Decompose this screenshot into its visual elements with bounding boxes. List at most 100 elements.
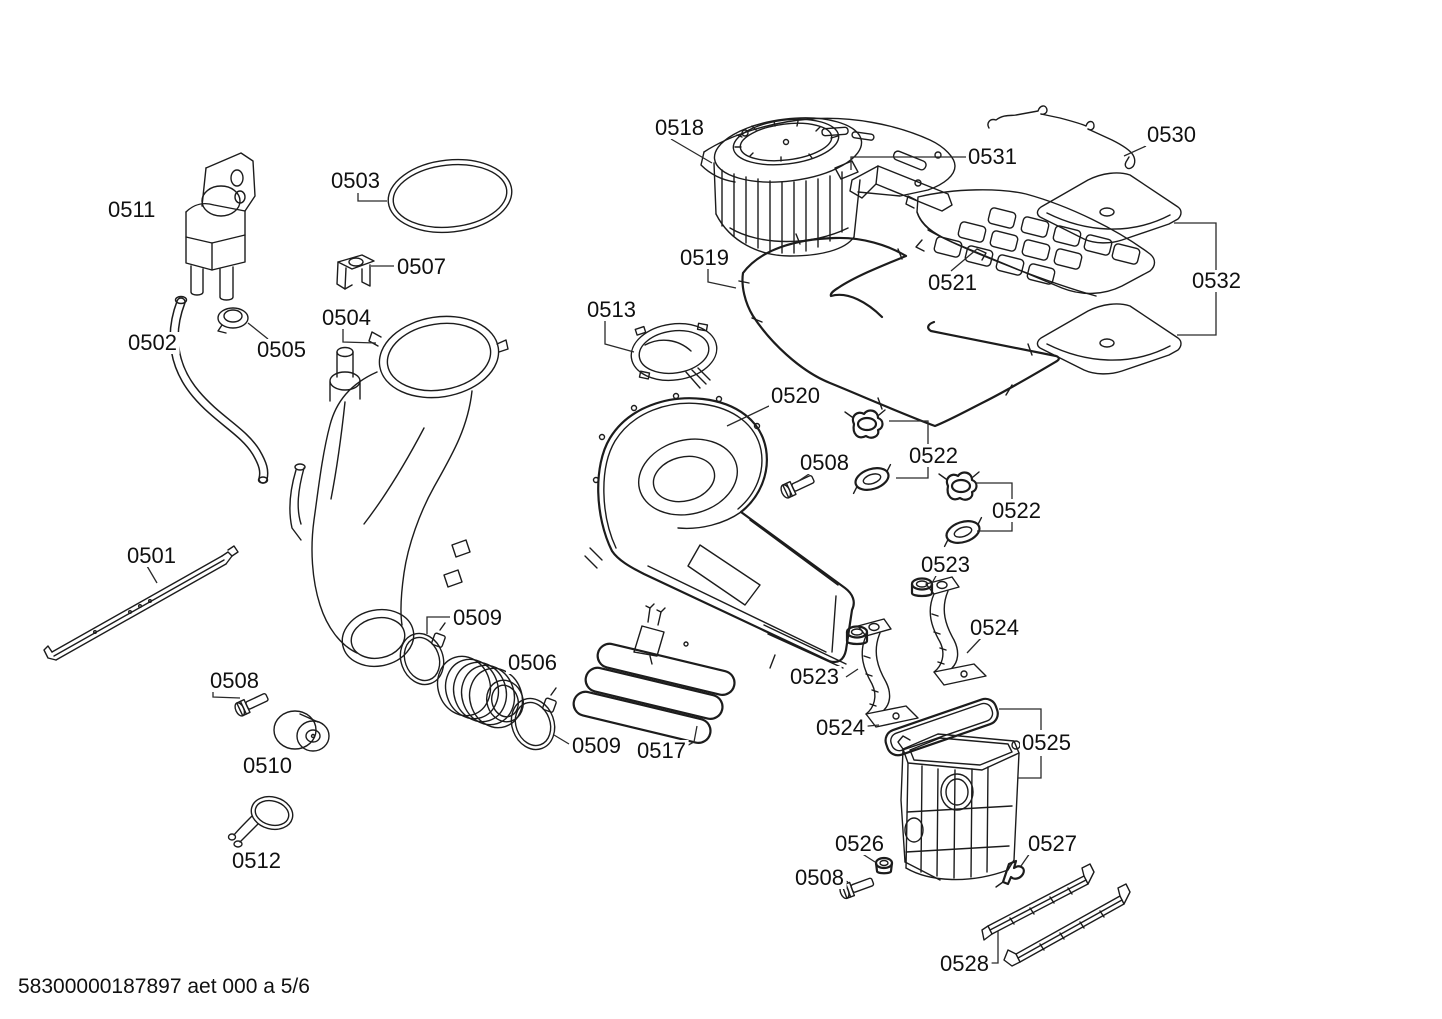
part-0509-upper-clamp-drawing [399, 622, 446, 686]
part-0503-drawing [387, 158, 513, 234]
leader-line-0524 [966, 636, 983, 654]
leader-line-0508 [212, 690, 241, 699]
part-0525-seal-drawing [884, 697, 999, 757]
label-backdrop-0528 [938, 953, 992, 975]
part-0524-first-drawing [925, 576, 987, 686]
part-0507-drawing [336, 254, 375, 290]
label-backdrop-0510 [241, 755, 295, 777]
label-backdrop-0504 [320, 307, 374, 329]
part-0504-drawing [289, 315, 509, 668]
part-label-0512: 0512 [232, 848, 281, 873]
leader-line-0522 [976, 482, 1013, 499]
part-label-0526: 0526 [835, 831, 884, 856]
label-backdrop-0525 [1020, 732, 1074, 754]
part-0508-screw-bottom-drawing [839, 877, 875, 900]
part-0524-second-drawing [857, 618, 919, 728]
leader-line-0530 [1123, 145, 1147, 157]
label-backdrop-0511 [106, 199, 160, 221]
part-0513-drawing [630, 322, 718, 389]
leader-line-0504 [342, 329, 377, 344]
part-label-0522: 0522 [992, 498, 1041, 523]
part-label-0518: 0518 [655, 115, 704, 140]
leader-line-0523 [845, 668, 859, 678]
leader-line-0522 [977, 522, 1013, 532]
part-0505-drawing [217, 307, 249, 334]
leader-line-0509 [426, 616, 450, 634]
part-label-0520: 0520 [771, 383, 820, 408]
part-0509-lower-clamp-drawing [510, 687, 557, 751]
leader-line-0522 [896, 467, 929, 479]
label-backdrop-0517 [635, 740, 689, 762]
label-backdrop-0522 [907, 445, 961, 467]
part-0521-drawing [905, 189, 1156, 297]
leader-line-0509 [553, 734, 570, 745]
part-0512-drawing [227, 795, 294, 848]
label-backdrop-0508 [208, 670, 262, 692]
label-backdrop-0518 [653, 117, 707, 139]
part-0532-bottom-lid-drawing [1036, 303, 1182, 375]
part-label-0513: 0513 [587, 297, 636, 322]
leader-line-0531 [850, 156, 966, 170]
label-backdrop-0508 [793, 867, 847, 889]
part-label-0510: 0510 [243, 753, 292, 778]
leader-line-0525 [1018, 756, 1042, 779]
part-label-0511: 0511 [108, 197, 155, 222]
leader-line-0501 [146, 565, 158, 584]
label-backdrop-0532 [1190, 270, 1244, 292]
label-backdrop-0524 [814, 717, 868, 739]
leader-line-0520 [726, 405, 770, 427]
label-backdrop-0523 [919, 554, 973, 576]
part-0517-drawing [572, 603, 736, 744]
part-0508-screw-middle-drawing [780, 475, 815, 499]
part-label-0509: 0509 [572, 733, 621, 758]
part-0520-drawing [584, 392, 855, 679]
part-label-0532: 0532 [1192, 268, 1241, 293]
part-0527-drawing [995, 859, 1025, 888]
leader-line-0518 [670, 138, 713, 164]
label-backdrop-0503 [329, 170, 383, 192]
part-label-0524: 0524 [970, 615, 1019, 640]
part-0531-drawing [834, 160, 953, 212]
label-backdrop-0512 [230, 850, 284, 872]
leader-line-0525 [999, 708, 1042, 730]
part-0526-drawing [874, 856, 894, 875]
leader-line-0505 [247, 322, 269, 340]
label-backdrop-0507 [395, 256, 449, 278]
part-0510-drawing [273, 710, 330, 752]
part-label-0527: 0527 [1028, 831, 1077, 856]
part-label-0509: 0509 [453, 605, 502, 630]
label-backdrop-0519 [678, 247, 732, 269]
part-label-0507: 0507 [397, 254, 446, 279]
label-backdrop-0520 [769, 385, 823, 407]
part-label-0508: 0508 [795, 865, 844, 890]
part-0511-drawing [185, 152, 256, 301]
part-0522-second-drawing [938, 471, 983, 548]
label-backdrop-0508 [798, 452, 852, 474]
label-backdrop-0526 [833, 833, 887, 855]
label-backdrop-0522 [990, 500, 1044, 522]
part-label-0506: 0506 [508, 650, 557, 675]
document-code: 58300000187897 aet 000 a 5/6 [18, 975, 310, 998]
part-label-0505: 0505 [257, 337, 306, 362]
label-backdrop-0509 [570, 735, 624, 757]
leader-line-0522 [889, 420, 929, 444]
label-backdrop-0527 [1026, 833, 1080, 855]
part-label-0528: 0528 [940, 951, 989, 976]
part-0518-drawing [700, 117, 956, 257]
part-label-0502: 0502 [128, 330, 177, 355]
label-backdrop-0505 [255, 339, 309, 361]
part-0501-drawing [43, 545, 239, 661]
part-label-0508: 0508 [800, 450, 849, 475]
part-label-0530: 0530 [1147, 122, 1196, 147]
part-label-0517: 0517 [637, 738, 686, 763]
part-0528-drawing [981, 863, 1131, 967]
part-label-0503: 0503 [331, 168, 380, 193]
label-backdrop-0531 [966, 146, 1020, 168]
leader-line-0519 [707, 268, 737, 289]
part-label-0521: 0521 [928, 270, 977, 295]
leader-line-0503 [357, 193, 387, 202]
leader-line-0521 [950, 248, 978, 272]
part-label-0523: 0523 [790, 664, 839, 689]
